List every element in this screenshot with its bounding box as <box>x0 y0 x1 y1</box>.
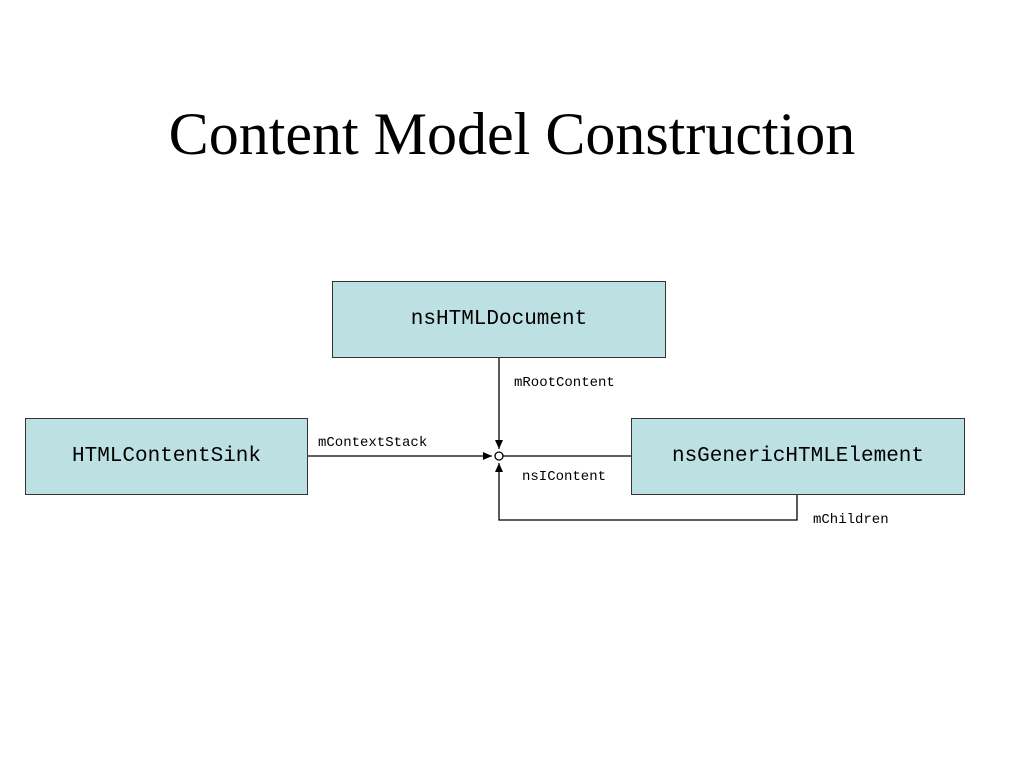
edge-children-line <box>495 463 798 521</box>
junction-circle <box>494 451 504 461</box>
label-mrootcontent: mRootContent <box>514 375 615 391</box>
label-mchildren: mChildren <box>813 512 889 528</box>
node-nsgenerichtmlelement: nsGenericHTMLElement <box>631 418 965 495</box>
label-mcontextstack: mContextStack <box>318 435 428 451</box>
node-htmlcontentsink: HTMLContentSink <box>25 418 308 495</box>
label-nsicontent: nsIContent <box>522 469 607 485</box>
node-nshtmldocument: nsHTMLDocument <box>332 281 666 358</box>
slide-title: Content Model Construction <box>168 101 856 167</box>
